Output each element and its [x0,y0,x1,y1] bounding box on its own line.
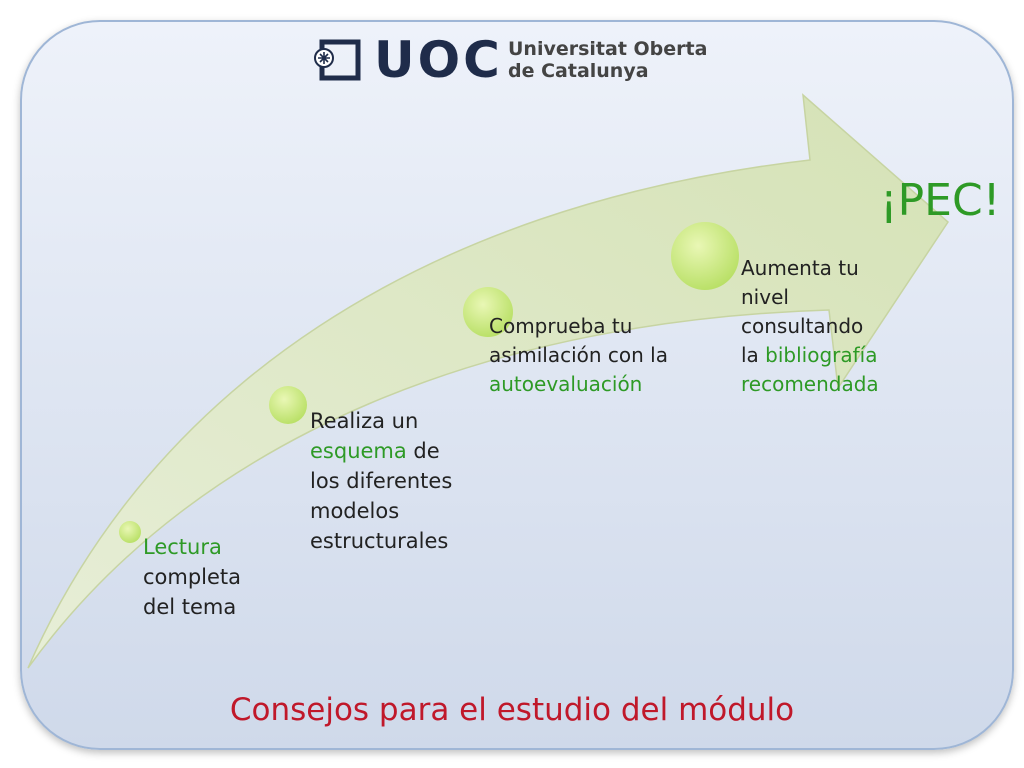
step-3-line-1: Comprueba tu [489,314,633,338]
step-1-line-3: del tema [143,595,237,619]
step-2-text: Realiza un esquema de los diferentes mod… [310,406,452,556]
step-1-line-2: completa [143,565,242,589]
step-2-after-highlight: de [406,439,440,463]
step-dot-2 [269,386,307,424]
step-1-highlight: Lectura [143,535,222,559]
step-4-text: Aumenta tu nivel consultando la bibliogr… [741,254,879,399]
step-4-before-highlight: la [741,343,766,367]
step-2-line-5: estructurales [310,529,449,553]
logo-line-1: Universitat Oberta [508,38,708,60]
step-2-line-4: modelos [310,499,400,523]
step-2-line-1: Realiza un [310,409,419,433]
step-dot-4 [671,222,739,290]
caption: Consejos para el estudio del módulo [229,692,795,728]
logo-text: Universitat Oberta de Catalunya [508,38,728,82]
step-4-line-3: consultando [741,314,864,338]
logo-uoc: UOC [374,31,503,89]
step-dot-1 [119,521,141,543]
uoc-logo-mark-icon [314,39,361,81]
goal-label: ¡PEC! [880,175,1001,226]
step-3-line-2: asimilación con la [489,343,668,367]
logo-line-2: de Catalunya [508,60,649,82]
step-4-line-1: Aumenta tu [741,256,859,280]
step-4-line-5: recomendada [741,372,879,396]
step-3-highlight: autoevaluación [489,372,643,396]
step-2-line-3: los diferentes [310,469,453,493]
step-1-text: Lectura completa del tema [143,532,241,622]
step-4-highlight: bibliografía [765,343,878,367]
step-3-text: Comprueba tu asimilación con la autoeval… [489,312,668,399]
step-2-highlight: esquema [310,439,407,463]
step-dot-3 [463,287,513,337]
step-4-line-2: nivel [741,285,789,309]
